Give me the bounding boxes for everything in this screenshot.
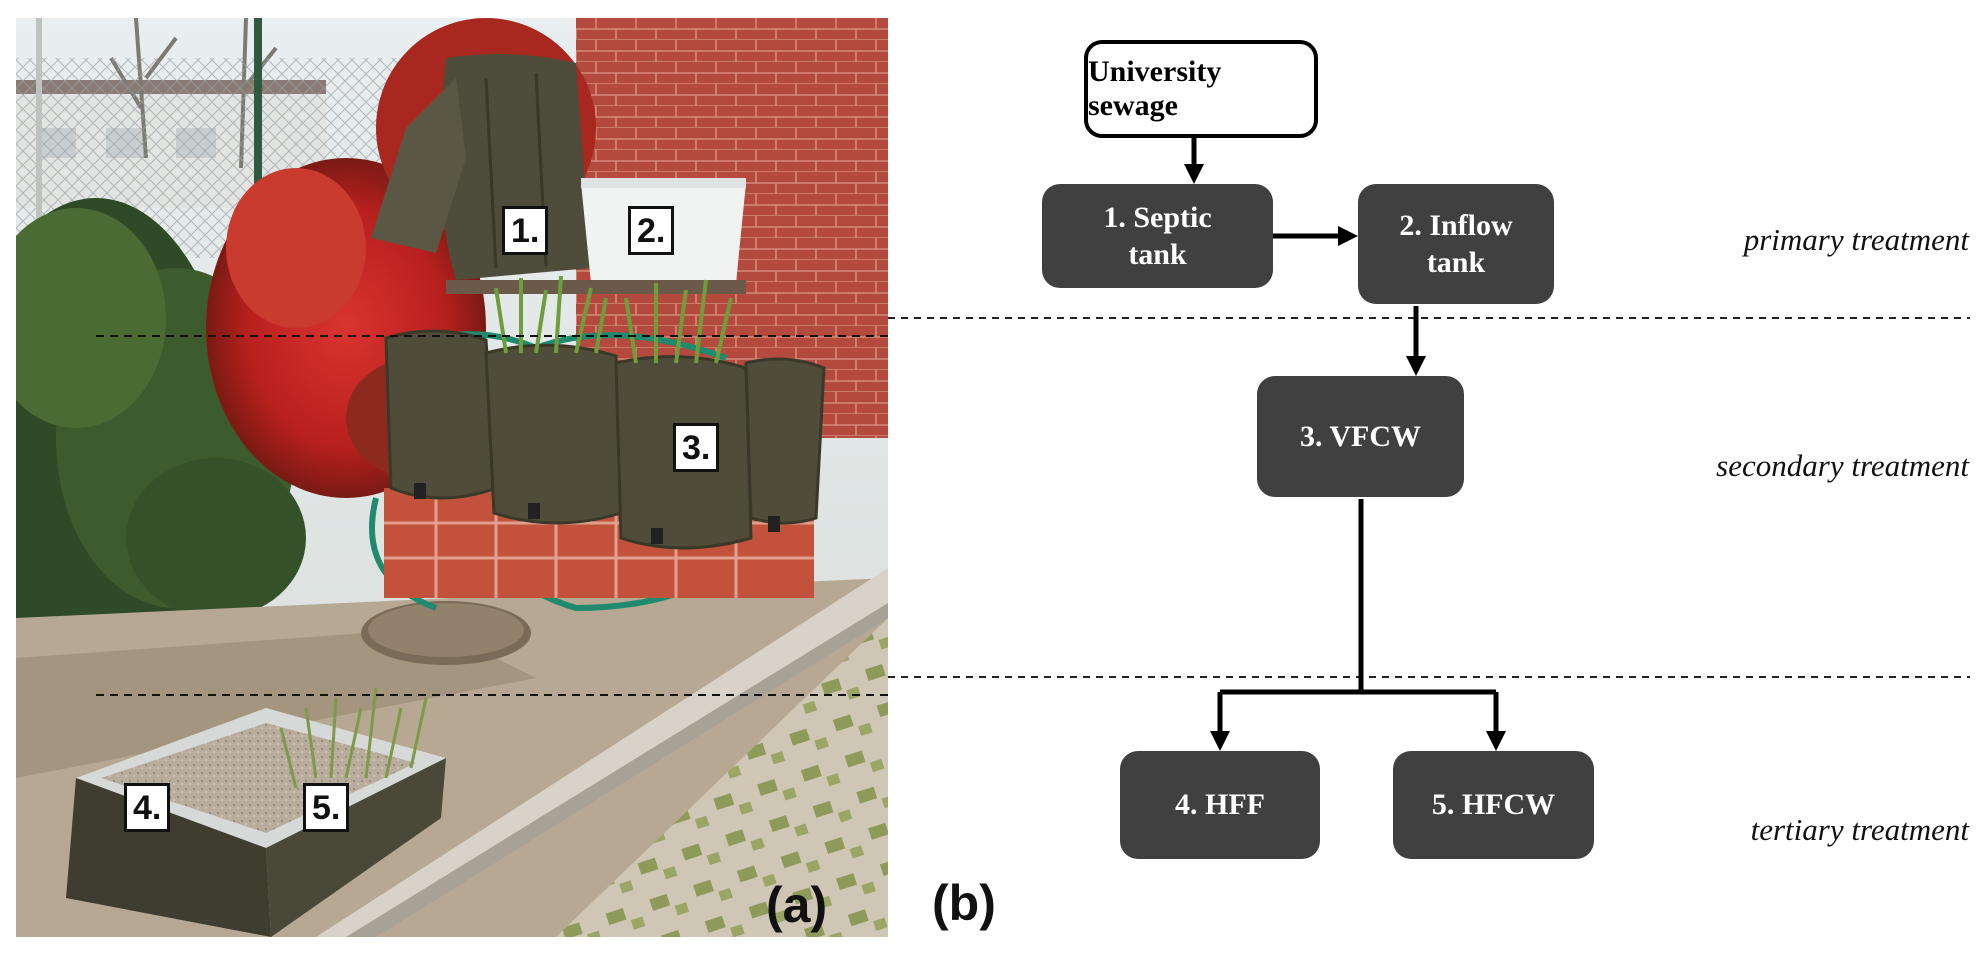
node-vfcw-label: 3. VFCW bbox=[1299, 419, 1422, 453]
stage-label-secondary: secondary treatment bbox=[1716, 448, 1969, 483]
node-hfcw-label: 5. HFCW bbox=[1431, 788, 1556, 822]
node-inflow-tank: 2. Inflow tank bbox=[1358, 184, 1554, 304]
node-hff-label: 4. HFF bbox=[1175, 788, 1265, 822]
node-septic-tank: 1. Septic tank bbox=[1042, 184, 1273, 288]
node-university-sewage-label: University sewage bbox=[1088, 55, 1222, 122]
stage-label-primary: primary treatment bbox=[1743, 222, 1969, 257]
constructed-wetland-photo bbox=[16, 18, 888, 937]
panel-b-label: (b) bbox=[932, 875, 996, 931]
stage-label-tertiary: tertiary treatment bbox=[1750, 812, 1969, 847]
node-university-sewage: University sewage bbox=[1084, 40, 1318, 138]
photo-tag-vfcw: 3. bbox=[673, 423, 720, 472]
node-inflow-tank-line2: tank bbox=[1426, 246, 1486, 279]
photo-tag-inflow-tank: 2. bbox=[628, 206, 675, 255]
photo-tag-septic-tank: 1. bbox=[502, 206, 549, 255]
node-hfcw: 5. HFCW bbox=[1393, 751, 1594, 859]
photo-panel: 1. 2. 3. 4. 5. (a) bbox=[16, 18, 888, 937]
node-hff: 4. HFF bbox=[1120, 751, 1320, 859]
arrowhead-inflow-vfcw bbox=[1406, 356, 1426, 376]
photo-tag-hff: 4. bbox=[124, 783, 171, 832]
node-septic-tank-line1: 1. Septic bbox=[1103, 200, 1212, 234]
node-septic-tank-line2: tank bbox=[1128, 238, 1187, 271]
arrowhead-hff bbox=[1210, 731, 1230, 751]
arrowhead-hfcw bbox=[1486, 731, 1506, 751]
node-vfcw: 3. VFCW bbox=[1257, 376, 1464, 497]
photo-tag-hfcw: 5. bbox=[303, 783, 350, 832]
node-inflow-tank-line1: 2. Inflow bbox=[1399, 208, 1513, 242]
arrowhead-septic-inflow bbox=[1338, 226, 1358, 246]
arrowhead-source-septic bbox=[1184, 164, 1204, 184]
panel-a-label: (a) bbox=[766, 877, 828, 933]
